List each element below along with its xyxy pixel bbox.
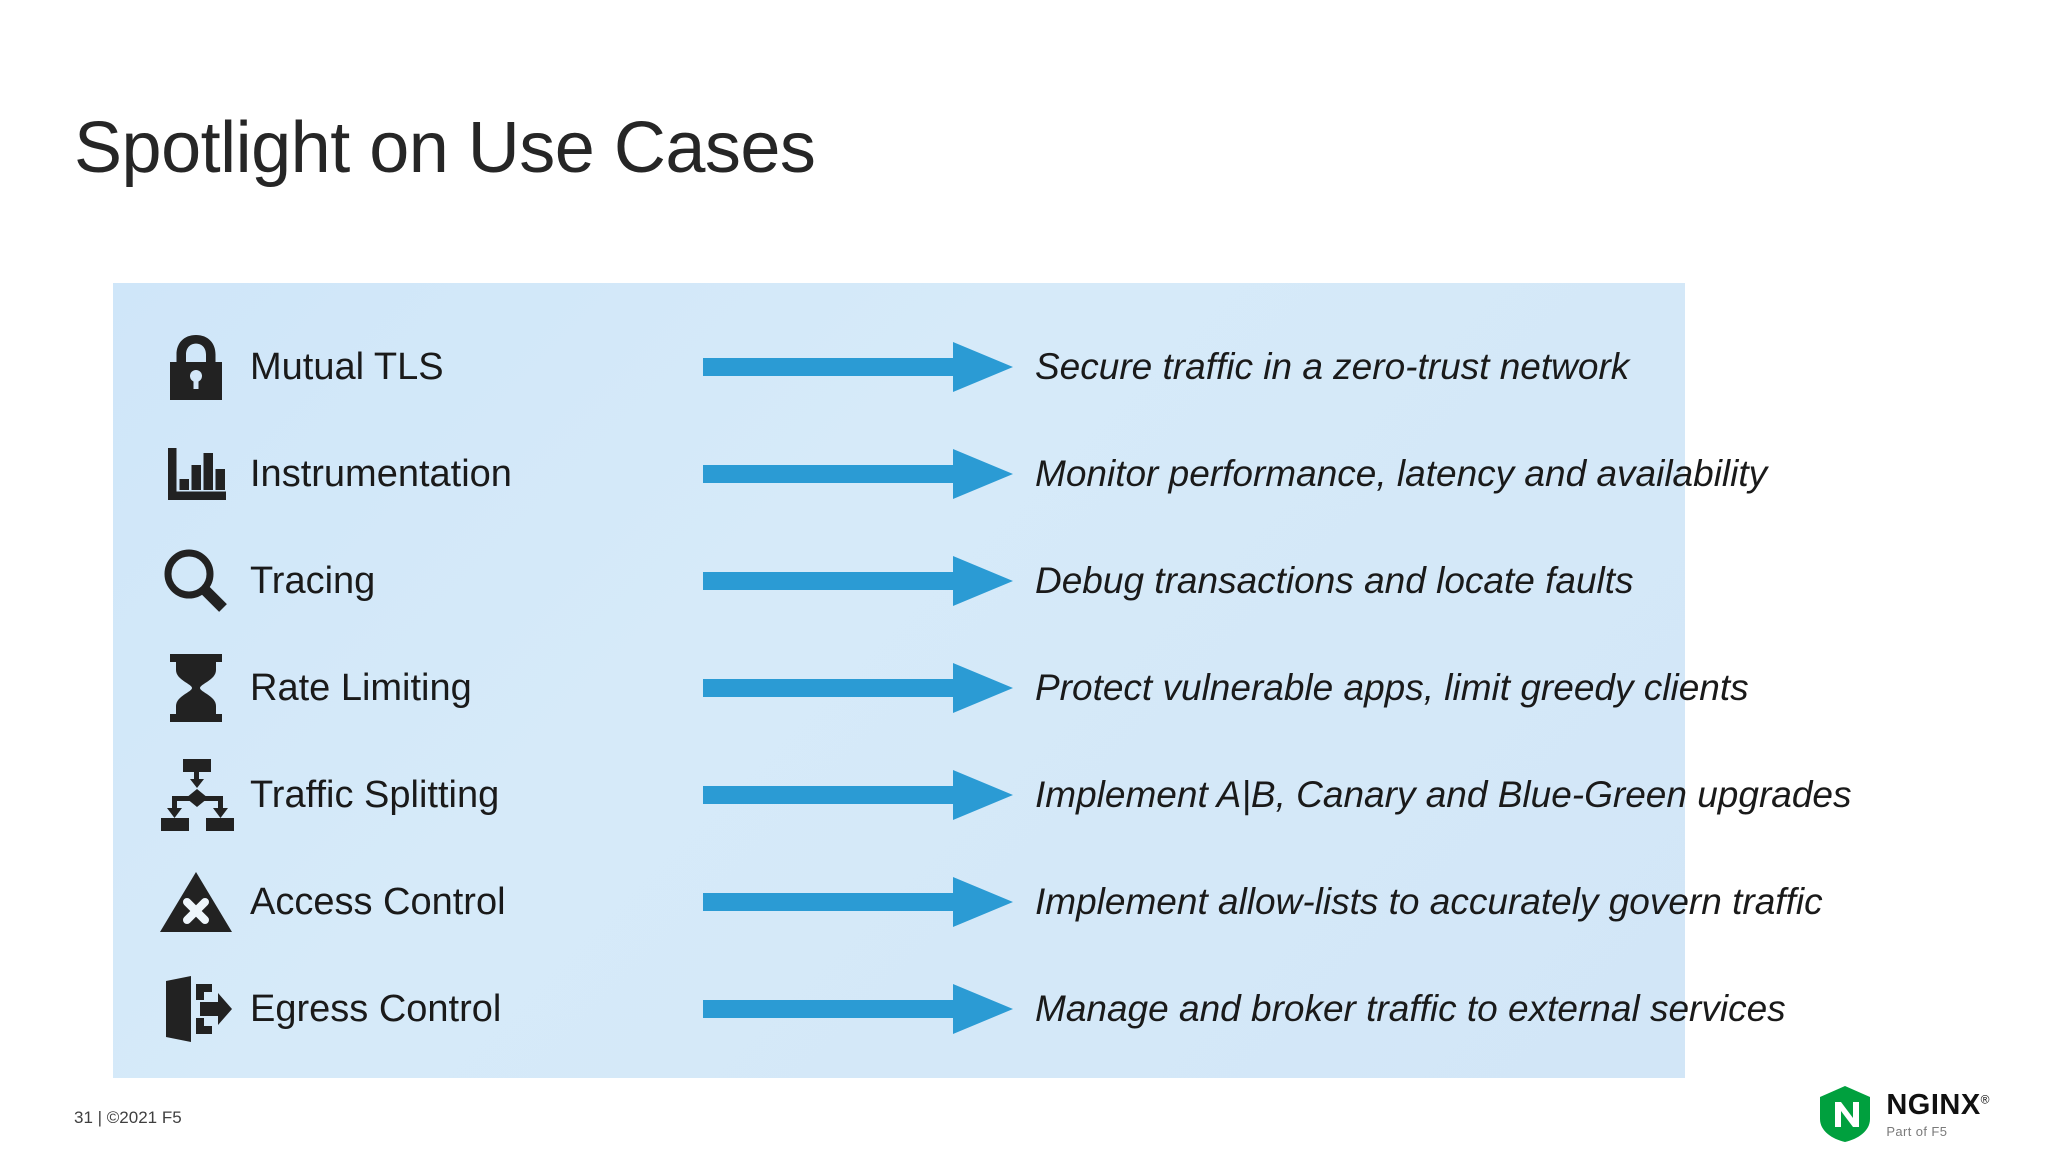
list-item-label: Tracing bbox=[250, 559, 376, 602]
list-item-label: Egress Control bbox=[250, 987, 502, 1030]
list-item-description: Implement A|B, Canary and Blue-Green upg… bbox=[1035, 774, 1852, 815]
nginx-wordmark: NGINX® Part of F5 bbox=[1886, 1088, 1990, 1139]
use-cases-panel: Mutual TLS Secure traffic in a zero-trus… bbox=[113, 283, 1852, 1078]
arrow-icon bbox=[703, 979, 1013, 1039]
page-title: Spotlight on Use Cases bbox=[74, 108, 816, 188]
arrow-icon bbox=[703, 658, 1013, 718]
magnifier-icon bbox=[153, 538, 239, 624]
list-item-label: Instrumentation bbox=[250, 452, 512, 495]
list-item[interactable]: Access Control Implement allow-lists to … bbox=[113, 848, 1823, 955]
nginx-name-text: NGINX bbox=[1886, 1088, 1981, 1121]
arrow-icon bbox=[703, 551, 1013, 611]
list-item-description: Protect vulnerable apps, limit greedy cl… bbox=[1035, 667, 1749, 708]
list-item-label: Access Control bbox=[250, 880, 506, 923]
arrow-icon bbox=[703, 872, 1013, 932]
nginx-tagline: Part of F5 bbox=[1886, 1123, 1948, 1139]
exit-door-icon bbox=[153, 966, 239, 1052]
list-item[interactable]: Tracing Debug transactions and locate fa… bbox=[113, 527, 1685, 634]
nginx-name: NGINX® bbox=[1886, 1088, 1990, 1121]
list-item-description: Secure traffic in a zero-trust network bbox=[1035, 346, 1630, 387]
list-item-label: Mutual TLS bbox=[250, 345, 444, 388]
list-item-description: Implement allow-lists to accurately gove… bbox=[1035, 881, 1823, 922]
flow-split-icon bbox=[153, 752, 239, 838]
registered-icon: ® bbox=[1980, 1091, 1990, 1106]
list-item[interactable]: Mutual TLS Secure traffic in a zero-trus… bbox=[113, 313, 1685, 420]
bar-chart-icon bbox=[153, 431, 239, 517]
nginx-logo: NGINX® Part of F5 bbox=[1818, 1085, 1990, 1143]
footer-copyright: 31 | ©2021 F5 bbox=[74, 1108, 182, 1127]
arrow-icon bbox=[703, 765, 1013, 825]
list-item[interactable]: Rate Limiting Protect vulnerable apps, l… bbox=[113, 634, 1749, 741]
hourglass-icon bbox=[153, 645, 239, 731]
list-item-label: Traffic Splitting bbox=[250, 773, 500, 816]
list-item[interactable]: Egress Control Manage and broker traffic… bbox=[113, 955, 1786, 1062]
nginx-shield-icon bbox=[1820, 1086, 1871, 1142]
warning-x-icon bbox=[153, 859, 239, 945]
arrow-icon bbox=[703, 337, 1013, 397]
list-item-description: Manage and broker traffic to external se… bbox=[1035, 988, 1786, 1029]
lock-icon bbox=[153, 324, 239, 410]
list-item-description: Debug transactions and locate faults bbox=[1035, 560, 1634, 601]
list-item-description: Monitor performance, latency and availab… bbox=[1035, 453, 1768, 494]
list-item-label: Rate Limiting bbox=[250, 666, 472, 709]
list-item[interactable]: Instrumentation Monitor performance, lat… bbox=[113, 420, 1767, 527]
arrow-icon bbox=[703, 444, 1013, 504]
list-item[interactable]: Traffic Splitting Implement A|B, Canary … bbox=[113, 741, 1852, 848]
use-case-list: Mutual TLS Secure traffic in a zero-trus… bbox=[113, 283, 1852, 1078]
